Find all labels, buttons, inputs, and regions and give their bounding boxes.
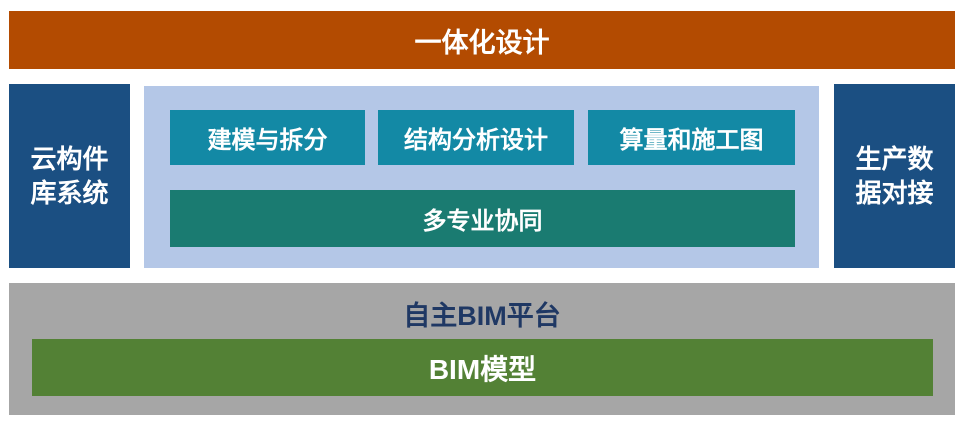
bim-platform-panel: 自主BIM平台 BIM模型 xyxy=(9,283,955,415)
bim-platform-title: 自主BIM平台 xyxy=(403,300,561,331)
production-data-connection-panel: 生产数 据对接 xyxy=(834,84,955,268)
design-modules-container: 建模与拆分 结构分析设计 算量和施工图 多专业协同 xyxy=(144,86,819,268)
module-modeling-splitting: 建模与拆分 xyxy=(170,110,365,165)
bim-model-bar: BIM模型 xyxy=(32,339,933,396)
module-structural-analysis-design: 结构分析设计 xyxy=(378,110,574,165)
module-quantity-construction-drawings: 算量和施工图 xyxy=(588,110,795,165)
integrated-design-header: 一体化设计 xyxy=(9,11,955,69)
multi-discipline-collaboration-bar: 多专业协同 xyxy=(170,190,795,247)
cloud-component-library-panel: 云构件 库系统 xyxy=(9,84,130,268)
